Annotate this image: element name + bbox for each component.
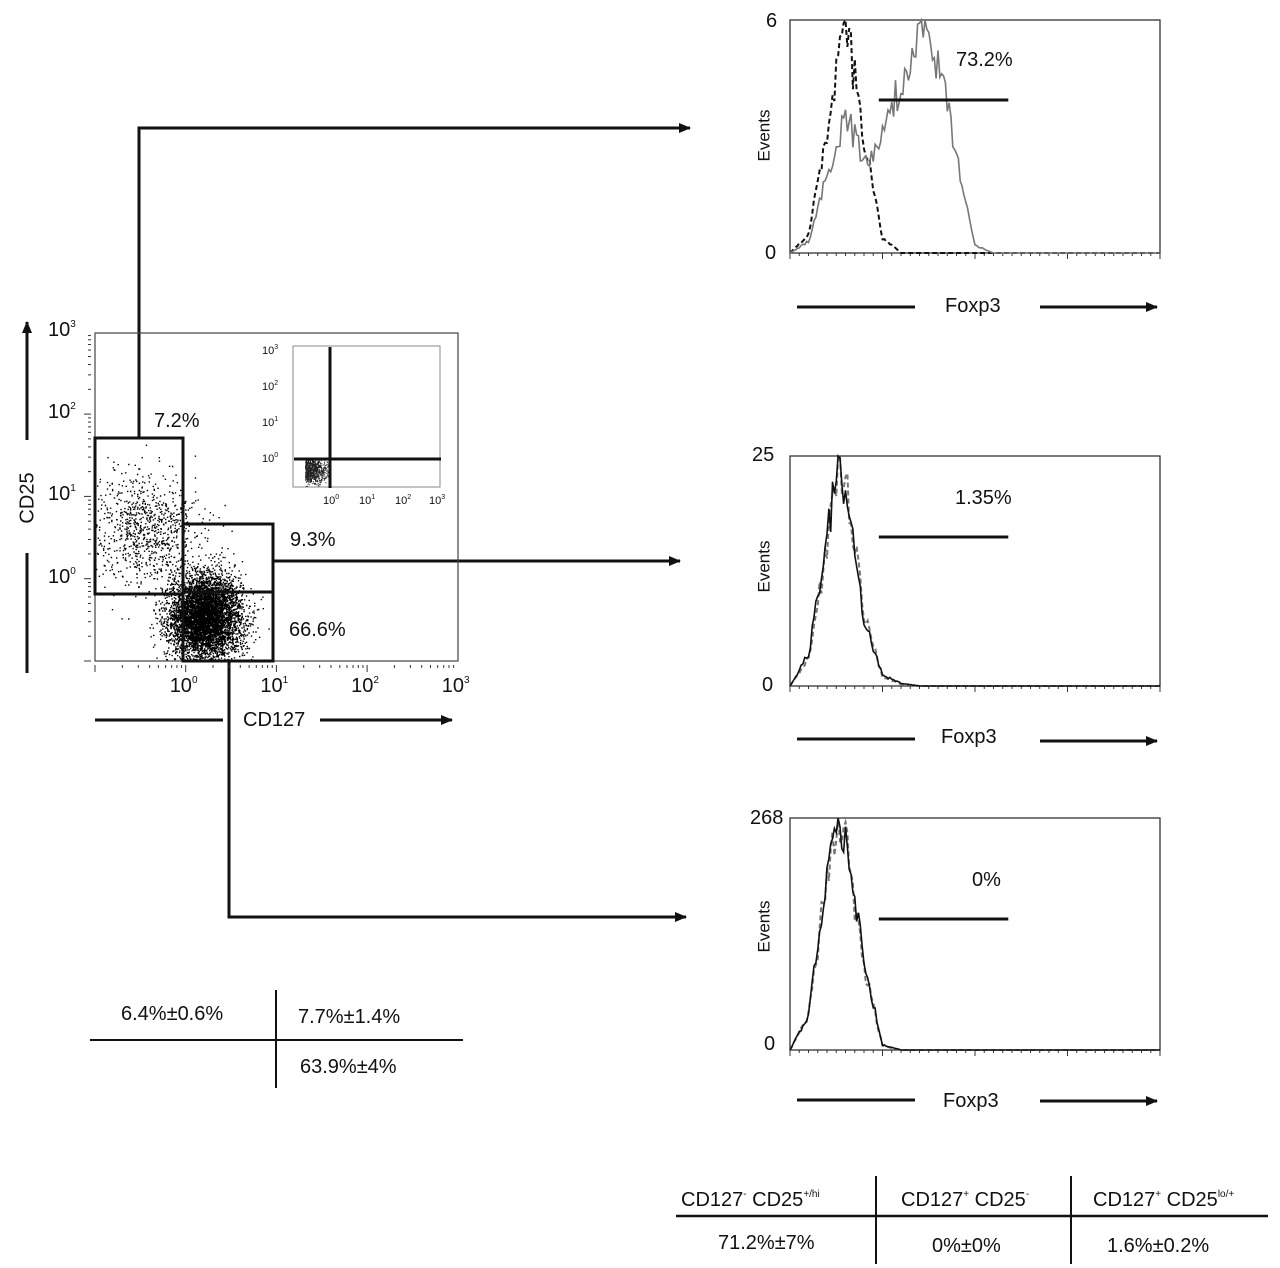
y-tick-label: 102 xyxy=(48,401,76,424)
inset-y-tick-label: 100 xyxy=(262,452,279,465)
x-tick-label: 102 xyxy=(351,675,379,697)
summary-left-top-right: 7.7%±1.4% xyxy=(298,1006,401,1028)
h1-base1: CD127 xyxy=(681,1189,744,1211)
inset-y-tick-label: 102 xyxy=(262,380,279,393)
summary-value-3: 1.6%±0.2% xyxy=(1107,1235,1210,1257)
summary-header-3: CD127+ CD25lo/+ xyxy=(1093,1189,1235,1211)
hist1-xlabel: Foxp3 xyxy=(945,295,1001,317)
hist3-ylabel: Events xyxy=(754,900,774,953)
cd25-axis-label: CD25 xyxy=(16,472,39,524)
gate3-percent: 66.6% xyxy=(289,619,346,641)
h3-sup2: lo/+ xyxy=(1217,1189,1235,1200)
histogram-frame xyxy=(789,817,1161,1051)
h3-base1: CD127 xyxy=(1093,1189,1156,1211)
inset-x-tick-label: 102 xyxy=(395,494,412,507)
gate1-percent: 7.2% xyxy=(154,410,200,432)
h2-sup2: - xyxy=(1025,1189,1030,1200)
summary-left-bottom-right: 63.9%±4% xyxy=(300,1056,397,1078)
hist1-gate-percent: 73.2% xyxy=(956,49,1013,71)
gate2-percent: 9.3% xyxy=(290,529,336,551)
histogram-1 xyxy=(789,16,1161,259)
h3-sup1: + xyxy=(1155,1189,1162,1200)
hist3-ymax: 268 xyxy=(750,807,784,829)
inset-x-tick-label: 101 xyxy=(359,494,376,507)
dot-plot xyxy=(84,332,459,672)
y-tick-label: 100 xyxy=(48,565,76,588)
summary-left-top-left: 6.4%±0.6% xyxy=(121,1003,224,1025)
histogram-series-isotype xyxy=(789,16,1160,254)
connector-gate1-arrow xyxy=(137,123,691,438)
inset-y-tick-label: 101 xyxy=(262,416,279,429)
inset-y-tick-label: 103 xyxy=(262,344,279,357)
hist1-ymax: 6 xyxy=(766,10,778,32)
x-tick-label: 100 xyxy=(169,675,198,697)
hist3-y0: 0 xyxy=(764,1033,776,1055)
x-tick-label: 101 xyxy=(260,675,289,697)
cd127-axis-label: CD127 xyxy=(243,709,306,731)
histogram-3 xyxy=(789,817,1161,1056)
y-tick-label: 103 xyxy=(48,318,76,341)
hist2-xlabel: Foxp3 xyxy=(941,726,997,748)
gate-cd127neg-cd25pos xyxy=(93,436,185,596)
summary-header-2: CD127+ CD25- xyxy=(901,1189,1030,1211)
summary-value-1: 71.2%±7% xyxy=(718,1232,815,1254)
histogram-2 xyxy=(789,454,1161,692)
y-tick-label: 101 xyxy=(48,483,76,506)
histogram-series-Foxp3 xyxy=(789,817,1160,1051)
scatter-points-cd127pos xyxy=(145,547,270,662)
connector-gate3-arrow xyxy=(227,661,687,922)
h2-base2: CD25 xyxy=(969,1189,1026,1211)
hist3-gate-percent: 0% xyxy=(972,869,1001,891)
h3-base2: CD25 xyxy=(1161,1189,1218,1211)
hist2-ymax: 25 xyxy=(752,444,775,466)
hist3-xlabel: Foxp3 xyxy=(943,1090,999,1112)
histogram-series-Foxp3 xyxy=(789,17,1160,254)
hist1-y0: 0 xyxy=(765,242,777,264)
hist2-y0: 0 xyxy=(762,674,774,696)
summary-value-2: 0%±0% xyxy=(932,1235,1001,1257)
inset-x-tick-label: 100 xyxy=(323,494,340,507)
histogram-series-isotype xyxy=(789,817,1160,1051)
hist2-gate-percent: 1.35% xyxy=(955,487,1012,509)
h1-sup1: - xyxy=(743,1189,747,1200)
gate-cd127pos-cd25neg xyxy=(181,590,275,663)
h2-sup1: + xyxy=(963,1189,970,1200)
h1-base2: CD25 xyxy=(746,1189,804,1211)
histogram-series-Foxp3 xyxy=(789,454,1160,687)
inset-scatter-points xyxy=(305,460,331,487)
h2-base1: CD127 xyxy=(901,1189,964,1211)
h1-sup2: +/hi xyxy=(803,1189,820,1200)
hist2-ylabel: Events xyxy=(754,540,774,593)
summary-header-1: CD127- CD25+/hi xyxy=(681,1189,820,1211)
hist1-ylabel: Events xyxy=(754,109,774,162)
inset-x-tick-label: 103 xyxy=(429,494,446,507)
x-tick-label: 103 xyxy=(441,675,470,697)
